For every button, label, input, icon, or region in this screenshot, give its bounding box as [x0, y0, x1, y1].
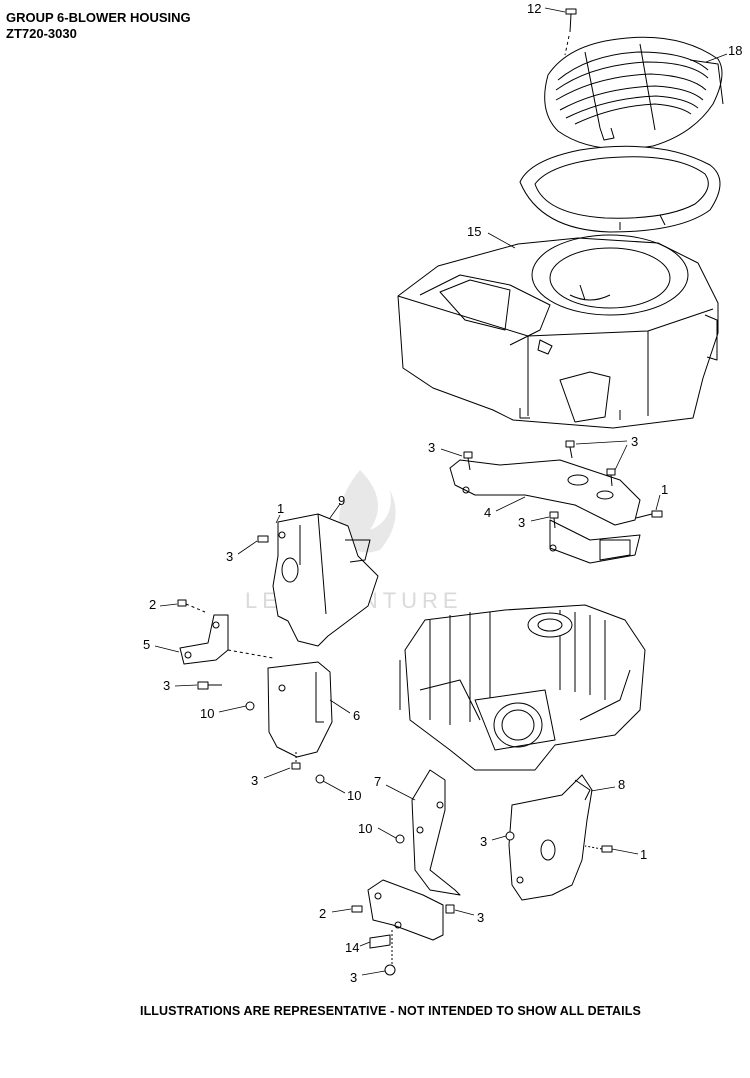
part-4-baffle	[449, 459, 641, 564]
callout-8: 8	[618, 777, 625, 792]
part-3-screws-top	[463, 440, 663, 529]
part-7-bracket	[395, 769, 461, 896]
part-2-bottom-bracket	[351, 879, 455, 976]
callout-2: 2	[149, 597, 156, 612]
part-8-side-shroud	[505, 774, 613, 901]
callout-9: 9	[338, 493, 345, 508]
callout-3: 3	[428, 440, 435, 455]
callout-2: 2	[319, 906, 326, 921]
callout-3: 3	[226, 549, 233, 564]
callout-labels: 12 18 15 3 3 1 4 3 9 1 3 2 5 3 10 6 3 10…	[143, 1, 742, 985]
callout-3: 3	[251, 773, 258, 788]
callout-1: 1	[661, 482, 668, 497]
callout-1: 1	[640, 847, 647, 862]
callout-6: 6	[353, 708, 360, 723]
callout-18: 18	[728, 43, 742, 58]
callout-3: 3	[477, 910, 484, 925]
watermark-flame-icon	[339, 470, 396, 553]
part-18-grille	[544, 36, 724, 150]
callout-3: 3	[631, 434, 638, 449]
model-number: ZT720-3030	[6, 26, 77, 41]
leader-lines	[154, 7, 728, 976]
callout-1: 1	[277, 501, 284, 516]
callout-3: 3	[163, 678, 170, 693]
part-5-bracket	[177, 599, 274, 690]
callout-5: 5	[143, 637, 150, 652]
disclaimer-note: ILLUSTRATIONS ARE REPRESENTATIVE - NOT I…	[140, 1004, 641, 1018]
callout-3: 3	[518, 515, 525, 530]
callout-7: 7	[374, 774, 381, 789]
part-6-shroud	[245, 661, 333, 784]
callout-15: 15	[467, 224, 481, 239]
callout-3: 3	[480, 834, 487, 849]
part-15-blower-housing	[397, 234, 719, 429]
callout-10: 10	[200, 706, 214, 721]
callout-10: 10	[358, 821, 372, 836]
callout-12: 12	[527, 1, 541, 16]
engine-block	[399, 604, 646, 771]
part-9-cylinder-shroud	[257, 513, 379, 647]
callout-14: 14	[345, 940, 359, 955]
callout-3: 3	[350, 970, 357, 985]
part-air-ring	[519, 145, 721, 233]
callout-4: 4	[484, 505, 491, 520]
part-12-screw	[564, 8, 577, 56]
callout-10: 10	[347, 788, 361, 803]
page-title: GROUP 6-BLOWER HOUSING	[6, 10, 191, 25]
